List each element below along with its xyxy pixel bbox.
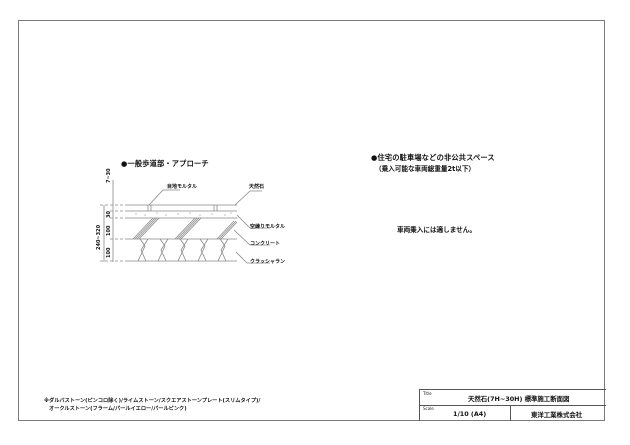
scale-row: Scale 1/10 (A4) 東洋工業株式会社 [420, 405, 606, 421]
title-block: Title 天然石(7H~30H) 標準施工断面図 Scale 1/10 (A4… [419, 389, 606, 421]
label-concrete: コンクリート [250, 241, 281, 247]
section-heading-parking: ●住宅の駐車場などの非公共スペース [371, 153, 495, 162]
section-heading-walkway: ●一般歩道部・アプローチ [121, 159, 209, 168]
scale-label: Scale [423, 406, 434, 411]
title-block-divider [510, 405, 511, 421]
scale-value: 1/10 (A4) [453, 410, 487, 418]
dim-concrete: 100 [106, 225, 112, 236]
dim-crusher-run: 100 [106, 247, 112, 258]
title-row: Title 天然石(7H~30H) 標準施工断面図 [420, 390, 606, 406]
footnote-line-1: ※ダルバストーン(ピンコロ除く)/ライムストーン/スクエアストーンプレート(スリ… [44, 398, 261, 404]
title-label: Title [423, 391, 432, 396]
company-name: 東洋工業株式会社 [531, 411, 583, 419]
drawing-title: 天然石(7H~30H) 標準施工断面図 [468, 395, 570, 403]
dim-stone: 7~30 [106, 168, 112, 183]
label-natural-stone: 天然石 [249, 184, 265, 190]
label-crusher-run: クラッシャラン [250, 259, 286, 265]
section-subheading-parking: （乗入可能な車両総重量2t以下） [375, 165, 476, 173]
parking-notice: 車両乗入には適しません。 [397, 226, 476, 234]
dim-mortar: 30 [106, 211, 112, 218]
label-dry-mortar: 空練りモルタル [250, 224, 286, 230]
label-joint-mortar: 目地モルタル [167, 184, 198, 190]
dim-total: 240~320 [96, 224, 102, 250]
drawing-frame [18, 20, 605, 421]
footnote-line-2: オークルストーン(フラーム/パールイエロー/パールピンク) [49, 406, 187, 412]
